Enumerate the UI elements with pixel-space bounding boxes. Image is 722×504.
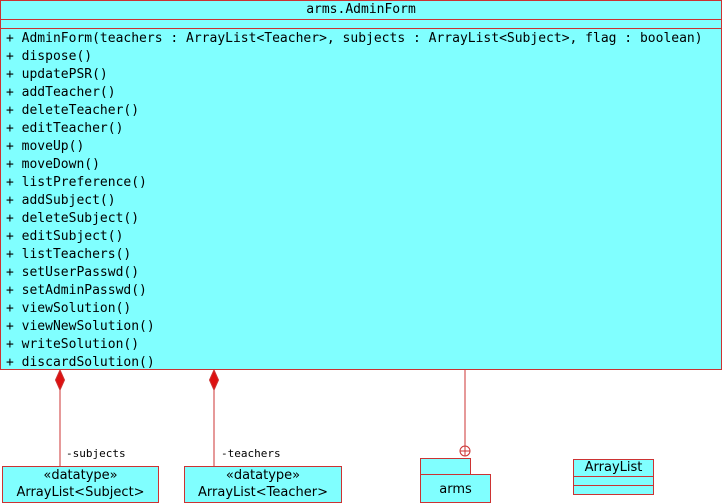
operation-item: + deleteSubject() xyxy=(6,211,140,226)
operation-item: + setUserPasswd() xyxy=(6,265,140,280)
operation-item: + editTeacher() xyxy=(6,121,124,136)
subjects-role-label: -subjects xyxy=(66,447,126,460)
arms-package-box[interactable]: arms xyxy=(420,474,491,503)
stereotype-label: «datatype» xyxy=(225,468,301,483)
operation-item: + viewNewSolution() xyxy=(6,319,155,334)
operation-item: + dispose() xyxy=(6,49,93,64)
subjects-composition-diamond xyxy=(54,368,66,392)
teachers-composition-diamond xyxy=(208,368,220,392)
attributes-compartment xyxy=(574,477,653,486)
datatype-name: ArrayList<Subject> xyxy=(16,485,145,500)
class-title: arms.AdminForm xyxy=(1,1,721,20)
package-tab xyxy=(420,458,471,475)
operation-item: + moveUp() xyxy=(6,139,85,154)
operation-item: + discardSolution() xyxy=(6,355,155,370)
operation-item: + updatePSR() xyxy=(6,67,108,82)
teachers-datatype-box[interactable]: «datatype» ArrayList<Teacher> xyxy=(184,466,342,503)
teachers-role-label: -teachers xyxy=(221,447,281,460)
operations-compartment: + AdminForm(teachers : ArrayList<Teacher… xyxy=(1,29,721,372)
operation-item: + viewSolution() xyxy=(6,301,132,316)
containment-circle-icon xyxy=(459,445,471,457)
operation-item: + moveDown() xyxy=(6,157,100,172)
operation-item: + listTeachers() xyxy=(6,247,132,262)
class-name: ArrayList xyxy=(574,460,653,477)
stereotype-label: «datatype» xyxy=(43,468,118,483)
operation-item: + AdminForm(teachers : ArrayList<Teacher… xyxy=(6,31,703,46)
operation-item: + editSubject() xyxy=(6,229,124,244)
operation-item: + setAdminPasswd() xyxy=(6,283,147,298)
arraylist-class-box[interactable]: ArrayList xyxy=(573,459,654,495)
operation-item: + listPreference() xyxy=(6,175,147,190)
subjects-datatype-box[interactable]: «datatype» ArrayList<Subject> xyxy=(2,466,159,503)
datatype-name: ArrayList<Teacher> xyxy=(198,485,328,500)
package-name: arms xyxy=(439,482,472,497)
attributes-compartment xyxy=(1,20,721,29)
operation-item: + writeSolution() xyxy=(6,337,140,352)
operation-item: + deleteTeacher() xyxy=(6,103,140,118)
operation-item: + addSubject() xyxy=(6,193,116,208)
operation-item: + addTeacher() xyxy=(6,85,116,100)
adminform-class-box[interactable]: arms.AdminForm + AdminForm(teachers : Ar… xyxy=(0,0,722,370)
